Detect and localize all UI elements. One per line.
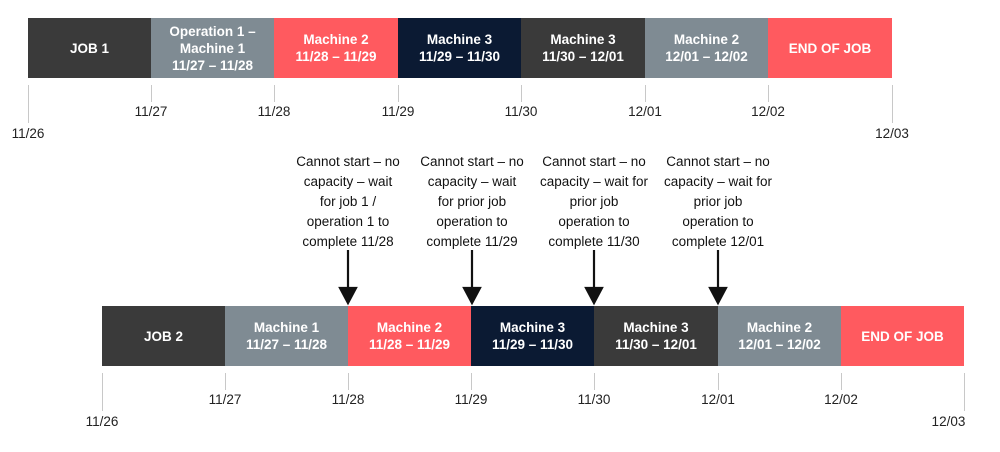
job2-date: 11/30	[577, 392, 611, 407]
job1-date: 11/26	[11, 126, 45, 141]
job2-date: 11/28	[331, 392, 365, 407]
wait-note: Cannot start – no capacity – wait for pr…	[663, 154, 773, 249]
job1-tick	[645, 85, 646, 102]
job2-segment-machine3b: Machine 3 11/30 – 12/01	[594, 306, 718, 366]
arrow-head	[584, 286, 604, 306]
job2-segment-machine3a: Machine 3 11/29 – 11/30	[471, 306, 594, 366]
job1-date: 11/28	[257, 104, 291, 119]
job2-tick	[841, 373, 842, 390]
job1-segment-machine3b: Machine 3 11/30 – 12/01	[521, 18, 645, 78]
job1-tick	[521, 85, 522, 102]
job1-segment-machine3a: Machine 3 11/29 – 11/30	[398, 18, 521, 78]
job1-segment-end: END OF JOB	[768, 18, 892, 78]
job2-date: 12/01	[701, 392, 735, 407]
job1-date: 12/01	[628, 104, 662, 119]
job1-date: 11/30	[504, 104, 538, 119]
wait-note: Cannot start – no capacity – wait for pr…	[539, 154, 649, 249]
job2-date: 11/26	[85, 414, 119, 429]
job2-date: 11/27	[208, 392, 242, 407]
job2-tick	[471, 373, 472, 390]
job2-segment-end: END OF JOB	[841, 306, 964, 366]
job1-tick	[151, 85, 152, 102]
wait-note: Cannot start – no capacity – wait for jo…	[296, 154, 400, 249]
job2-tick	[718, 373, 719, 390]
job1-date: 12/03	[875, 126, 909, 141]
job2-tick	[225, 373, 226, 390]
job2-segment-machine2b: Machine 2 12/01 – 12/02	[718, 306, 841, 366]
job2-date: 11/29	[454, 392, 488, 407]
arrow-head	[462, 286, 482, 306]
job1-segment-machine2b: Machine 2 12/01 – 12/02	[645, 18, 768, 78]
job1-date: 11/27	[134, 104, 168, 119]
wait-note: Cannot start – no capacity – wait for pr…	[420, 154, 524, 249]
job1-tick	[274, 85, 275, 102]
job2-tick	[348, 373, 349, 390]
job2-segment-machine2: Machine 2 11/28 – 11/29	[348, 306, 471, 366]
job1-segment-machine2: Machine 2 11/28 – 11/29	[274, 18, 398, 78]
job1-tick	[398, 85, 399, 102]
job1-segment-machine1: Operation 1 – Machine 1 11/27 – 11/28	[151, 18, 274, 78]
job1-segment-job-label: JOB 1	[28, 18, 151, 78]
job2-tick	[964, 373, 965, 411]
arrow-head	[338, 286, 358, 306]
job2-date: 12/03	[931, 414, 966, 429]
job1-tick	[892, 85, 893, 123]
job1-date: 11/29	[381, 104, 415, 119]
job1-date: 12/02	[751, 104, 785, 119]
job2-tick	[594, 373, 595, 390]
job2-date: 12/02	[824, 392, 858, 407]
job2-segment-machine1: Machine 1 11/27 – 11/28	[225, 306, 348, 366]
job1-tick	[28, 85, 29, 123]
job1-tick	[768, 85, 769, 102]
arrow-head	[708, 286, 728, 306]
job2-tick	[102, 373, 103, 411]
job2-segment-job-label: JOB 2	[102, 306, 225, 366]
